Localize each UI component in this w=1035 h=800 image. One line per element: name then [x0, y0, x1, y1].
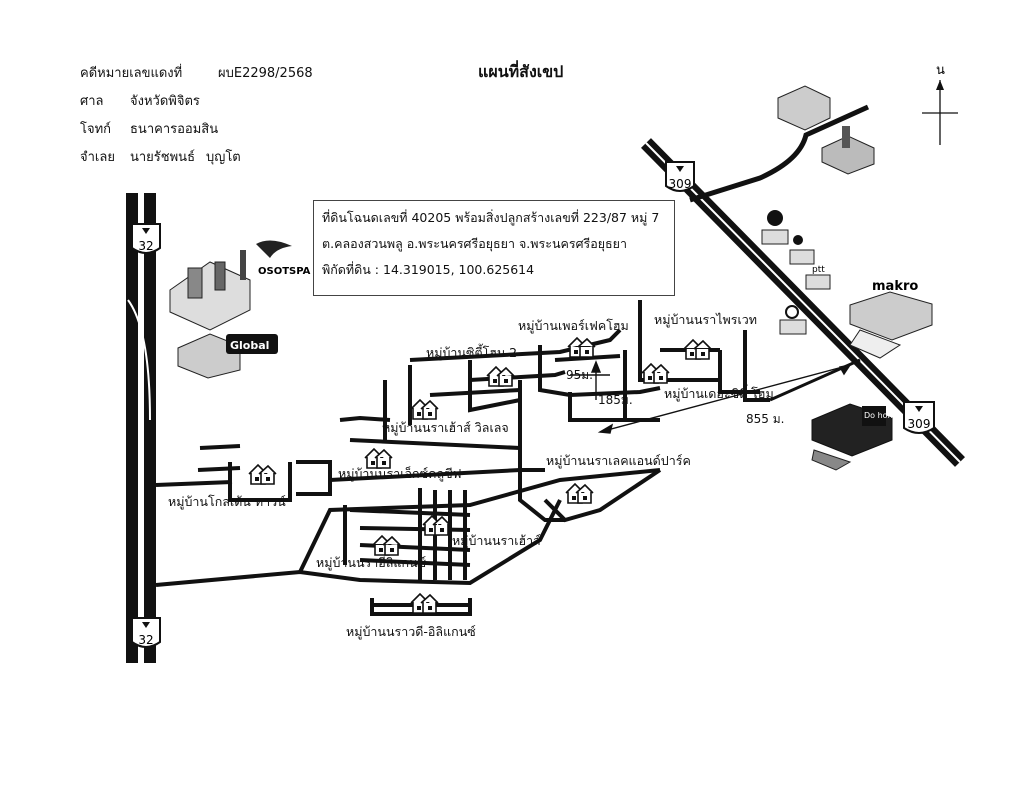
defendant-label: จำเลย [80, 150, 115, 165]
court-value: จังหวัดพิจิตร [130, 94, 200, 109]
distance-95m: 95ม. [566, 368, 593, 382]
land-info-box: ที่ดินโฉนดเลขที่ 40205 พร้อมสิ่งปลูกสร้า… [313, 200, 675, 296]
village-nara-privet: หมู่บ้านนราไพรเวท [654, 312, 758, 327]
gas-stations-icon: ptt [761, 210, 831, 335]
north-arrow [922, 80, 958, 145]
village-perfect-home: หมู่บ้านเพอร์เฟคโฮม [518, 318, 629, 333]
osotspa-label: OSOTSPA [258, 266, 311, 277]
route-shield-309-bottom: 309 [903, 401, 935, 434]
village-nara-d-elegance: หมู่บ้านนราวดี-อิลิแกนซ์ [346, 624, 476, 639]
osotspa-factory-icon: OSOTSPA [169, 240, 311, 331]
defendant-name: นายรัชพนธ์ [130, 150, 195, 165]
defendant-row: จำเลย นายรัชพนธ์ บุญโต [80, 146, 241, 167]
land-coordinates-line: พิกัดที่ดิน : 14.319015, 100.625614 [322, 262, 535, 277]
village-nara-lake-park: หมู่บ้านนราเลคแอนด์ปาร์ค [546, 453, 691, 468]
village-the-city-home: หมู่บ้านเดอะซิตี้ โฮม [664, 386, 774, 401]
branch-road-ne [689, 104, 870, 203]
dohome-label: Do home [864, 411, 900, 420]
distance-arrows [570, 360, 852, 434]
village-city-home-2: หมู่บ้านซิตี้โฮม 2 [426, 345, 518, 360]
case-number-label: คดีหมายเลขแดงที่ [80, 66, 183, 81]
makro-label: makro [872, 279, 918, 294]
plaintiff-label: โจทก์ [80, 122, 112, 137]
route-shield-309-top: 309 [665, 161, 695, 192]
route-shield-32-bottom: 32 [131, 617, 161, 648]
case-number-row: คดีหมายเลขแดงที่ ผบE2298/2568 [80, 62, 313, 83]
land-deed-line: ที่ดินโฉนดเลขที่ 40205 พร้อมสิ่งปลูกสร้า… [322, 210, 660, 225]
highway-32-road [126, 193, 156, 663]
village-golden-town: หมู่บ้านโกลเด้น ทาวน์ [168, 494, 286, 509]
global-label: Global [230, 339, 269, 352]
plaintiff-value: ธนาคารออมสิน [130, 122, 219, 137]
route-32-bottom-label: 32 [138, 633, 153, 647]
route-32-top-label: 32 [138, 239, 153, 253]
village-nara-elegance: หมู่บ้านนราอีลิแกนซ์ [316, 555, 427, 570]
global-store-icon: Global [177, 333, 278, 379]
north-label: น [936, 63, 945, 78]
village-nara-house: หมู่บ้านนราเฮ้าส์ [452, 533, 541, 548]
land-location-line: ต.คลองสวนพลู อ.พระนครศรีอยุธยา จ.พระนครศ… [322, 236, 628, 251]
court-row: ศาล จังหวัดพิจิตร [80, 90, 200, 111]
route-shield-32-top: 32 [131, 223, 161, 254]
distance-185m: 185ม. [598, 393, 633, 407]
ptt-label: ptt [812, 265, 825, 275]
village-nara-house-villa: หมู่บ้านนราเฮ้าส์ วิลเลจ [382, 420, 509, 435]
plaintiff-row: โจทก์ ธนาคารออมสิน [80, 118, 218, 139]
defendant-surname: บุญโต [206, 150, 241, 165]
dohome-store-icon: Do home [811, 403, 900, 471]
case-number-value: ผบE2298/2568 [218, 66, 313, 81]
route-309-bottom-label: 309 [908, 417, 931, 431]
makro-store-icon: makro [849, 279, 933, 359]
ne-factory-icon [777, 85, 875, 175]
map-title: แผนที่สังเขป [478, 62, 564, 81]
route-309-top-label: 309 [669, 177, 692, 191]
distance-855m: 855 ม. [746, 412, 785, 426]
village-nara-exclusive: หมู่บ้านนราเอ็กซ์คลูซีฟ [338, 466, 462, 481]
court-label: ศาล [80, 94, 104, 109]
